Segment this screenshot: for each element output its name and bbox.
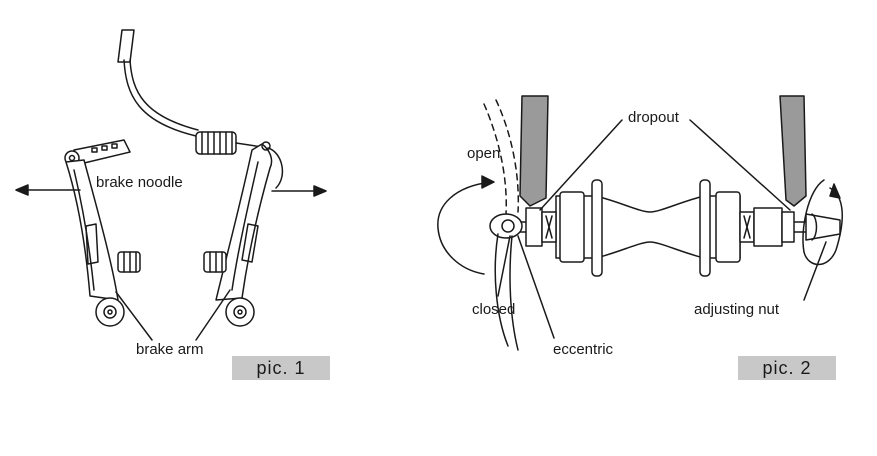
right-arrow-icon bbox=[271, 185, 327, 197]
label-eccentric: eccentric bbox=[553, 341, 614, 358]
left-brake-arm bbox=[65, 159, 141, 327]
caption-pic-1: pic. 1 bbox=[232, 356, 330, 380]
left-dropout bbox=[519, 95, 549, 207]
hub-illustration bbox=[437, 95, 843, 351]
left-arrow-icon bbox=[15, 184, 81, 196]
label-adjusting-nut: adjusting nut bbox=[694, 301, 780, 318]
cable-boot-spring bbox=[195, 131, 263, 155]
v-brake-illustration bbox=[15, 29, 327, 341]
right-brake-arm bbox=[203, 141, 284, 327]
open-close-arrow-icon bbox=[437, 175, 495, 275]
hub-body bbox=[555, 179, 741, 277]
qr-lever-closed bbox=[489, 213, 523, 351]
label-brake-noodle: brake noodle bbox=[96, 174, 183, 191]
label-closed: closed bbox=[472, 301, 516, 318]
cones-and-locknuts bbox=[525, 207, 795, 247]
cable-housing bbox=[117, 29, 199, 137]
rotate-arrow-icon bbox=[802, 179, 843, 266]
brake-arm-leader-lines bbox=[115, 289, 231, 341]
label-brake-arm: brake arm bbox=[136, 341, 204, 358]
caption-pic-2: pic. 2 bbox=[738, 356, 836, 380]
label-open: open bbox=[467, 145, 501, 162]
label-dropout: dropout bbox=[628, 109, 679, 126]
right-dropout bbox=[779, 95, 807, 207]
qr-lever-open bbox=[483, 99, 520, 215]
hub-leader-lines bbox=[497, 119, 827, 339]
adjusting-nut bbox=[805, 213, 841, 241]
